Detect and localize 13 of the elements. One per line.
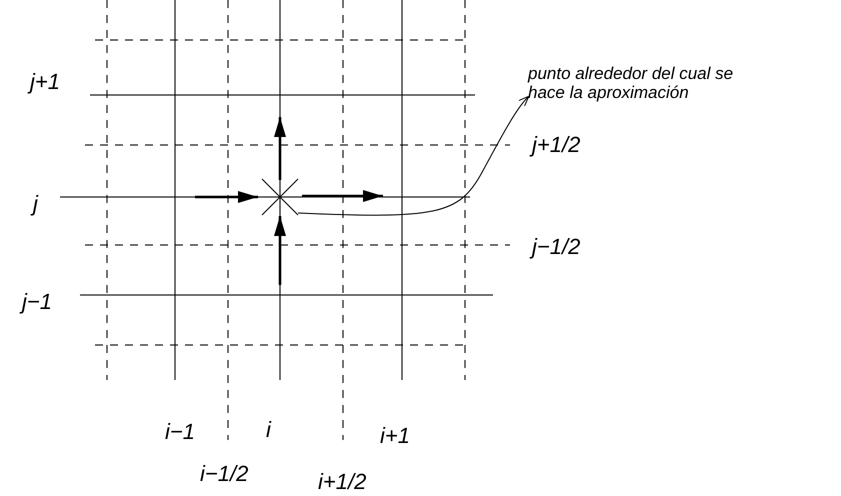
row-index-label: j+1/2 bbox=[532, 133, 580, 157]
column-index-label: i+1 bbox=[380, 424, 410, 448]
row-index-label: j+1 bbox=[30, 70, 60, 94]
column-index-label: i−1/2 bbox=[200, 462, 248, 486]
column-index-label: i bbox=[266, 418, 271, 442]
cross-mark bbox=[262, 178, 298, 216]
column-index-label: i+1/2 bbox=[318, 470, 366, 494]
row-index-label: j−1/2 bbox=[532, 235, 580, 259]
annotation-text: punto alrededor del cual se hace la aproximación bbox=[528, 64, 734, 102]
row-index-label: j bbox=[33, 192, 38, 216]
leader-line bbox=[298, 96, 530, 216]
column-index-label: i−1 bbox=[165, 420, 195, 444]
row-index-label: j−1 bbox=[22, 290, 52, 314]
